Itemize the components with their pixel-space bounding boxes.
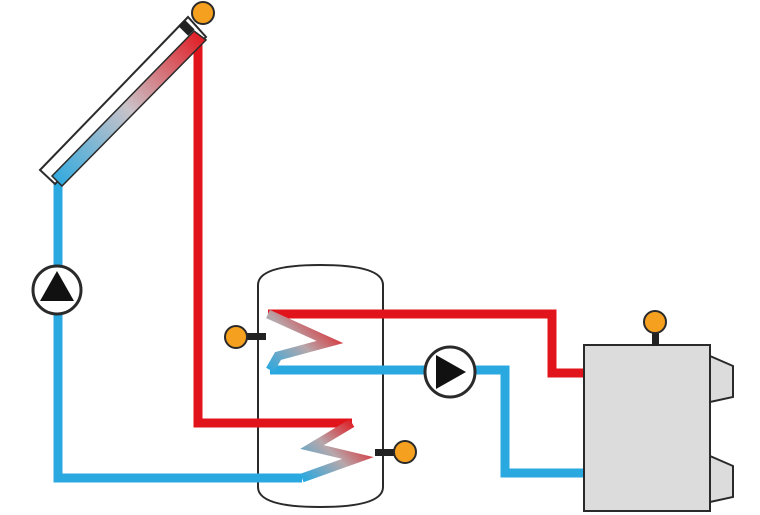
temperature-sensor-icon — [643, 310, 667, 346]
circulation-pump-icon — [31, 264, 83, 316]
solar-collector-icon — [38, 15, 208, 188]
temperature-sensor-icon — [224, 325, 266, 349]
boiler-icon — [583, 344, 734, 512]
hot-flow-pipes — [193, 38, 584, 428]
temperature-sensor-icon — [178, 1, 215, 36]
temperature-sensor-icon — [375, 440, 417, 464]
upper-heat-exchanger-coil-icon — [266, 309, 344, 373]
circulation-pump-icon — [423, 345, 477, 399]
lower-heat-exchanger-coil-icon — [300, 419, 374, 483]
